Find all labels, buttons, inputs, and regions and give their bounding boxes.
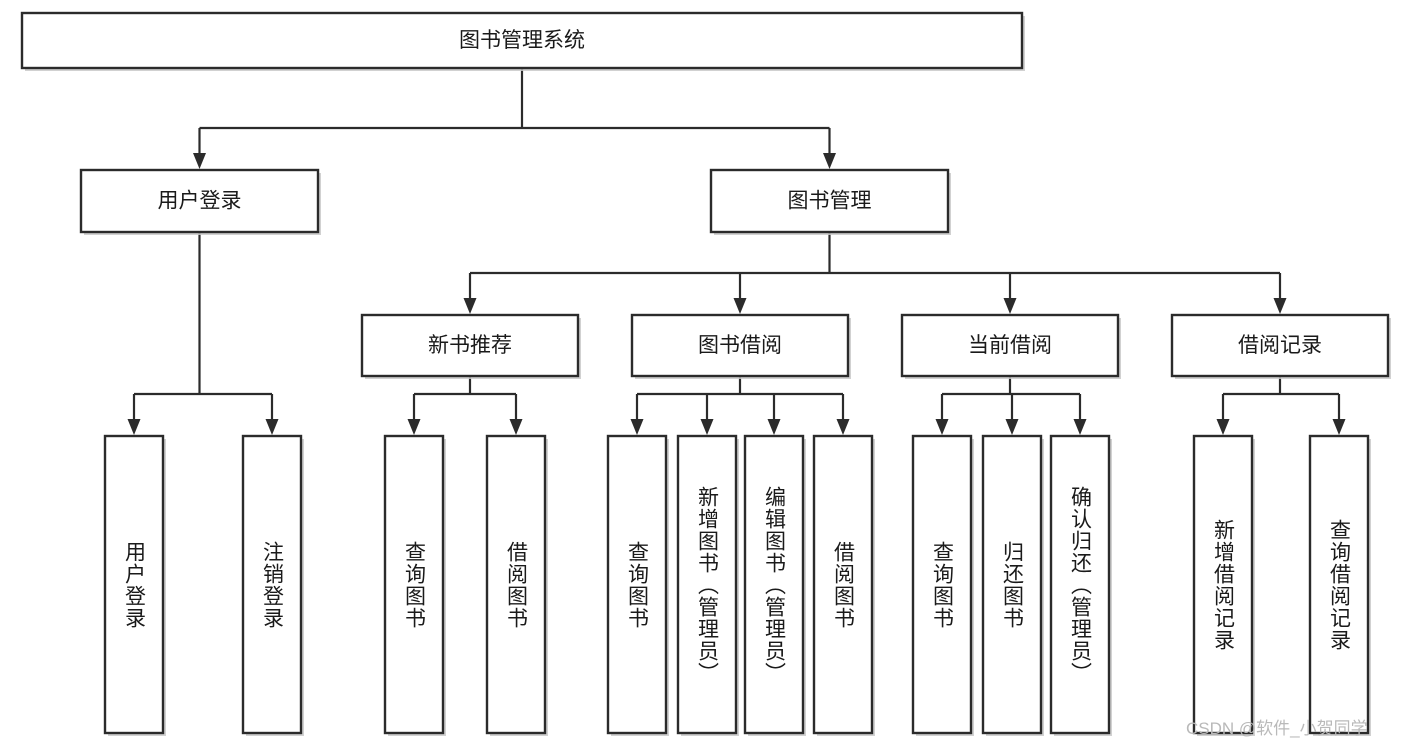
arrow-head-book-borrow	[733, 298, 747, 314]
arrow-head-borrow-record	[1273, 298, 1287, 314]
node-box-leaf-logout[interactable]	[241, 434, 303, 735]
node-label-book-manage: 图书管理	[788, 190, 872, 213]
arrow-head-leaf-user-login	[127, 419, 141, 435]
arrow-head-leaf-add-book	[700, 419, 714, 435]
node-box-leaf-borrow-book-2[interactable]	[812, 434, 874, 735]
arrow-head-leaf-return-book	[1005, 419, 1019, 435]
node-label-current-borrow: 当前借阅	[968, 334, 1052, 357]
node-label-borrow-record: 借阅记录	[1238, 334, 1322, 357]
node-box-leaf-query-book-2[interactable]	[606, 434, 668, 735]
nodes-layer	[20, 11, 1391, 736]
node-label-new-book-recommend: 新书推荐	[428, 334, 512, 357]
node-box-book-borrow[interactable]	[630, 313, 850, 378]
node-label-root: 图书管理系统	[459, 29, 585, 52]
arrow-head-leaf-query-book-3	[935, 419, 949, 435]
node-box-leaf-query-book-3[interactable]	[911, 434, 973, 735]
node-box-current-borrow[interactable]	[900, 313, 1120, 378]
node-box-leaf-add-record[interactable]	[1192, 434, 1254, 735]
node-box-leaf-edit-book[interactable]	[743, 434, 805, 735]
arrow-head-leaf-logout	[265, 419, 279, 435]
arrow-head-leaf-edit-book	[767, 419, 781, 435]
node-box-leaf-borrow-book-1[interactable]	[485, 434, 547, 735]
node-box-book-manage[interactable]	[709, 168, 950, 234]
arrow-head-leaf-add-record	[1216, 419, 1230, 435]
arrow-head-user-login	[193, 153, 206, 169]
arrow-head-leaf-borrow-book-2	[836, 419, 850, 435]
arrow-head-book-manage	[823, 153, 836, 169]
node-box-leaf-query-book-1[interactable]	[383, 434, 445, 735]
node-box-leaf-return-book[interactable]	[981, 434, 1043, 735]
node-box-leaf-confirm-return[interactable]	[1049, 434, 1111, 735]
arrow-head-leaf-query-book-2	[630, 419, 644, 435]
arrow-head-new-book-recommend	[463, 298, 477, 314]
csdn-watermark: CSDN @软件_小贺同学	[1186, 719, 1368, 738]
arrow-head-current-borrow	[1003, 298, 1017, 314]
node-box-user-login[interactable]	[79, 168, 320, 234]
node-box-root[interactable]	[20, 11, 1024, 70]
node-box-leaf-add-book[interactable]	[676, 434, 738, 735]
node-box-leaf-user-login[interactable]	[103, 434, 165, 735]
edges-layer	[127, 68, 1346, 435]
node-box-leaf-query-record[interactable]	[1308, 434, 1370, 735]
node-box-new-book-recommend[interactable]	[360, 313, 580, 378]
node-label-user-login: 用户登录	[158, 190, 242, 213]
arrow-head-leaf-borrow-book-1	[509, 419, 523, 435]
node-box-borrow-record[interactable]	[1170, 313, 1390, 378]
arrow-head-leaf-query-record	[1332, 419, 1346, 435]
node-label-book-borrow: 图书借阅	[698, 334, 782, 357]
arrow-head-leaf-query-book-1	[407, 419, 421, 435]
arrow-head-leaf-confirm-return	[1073, 419, 1087, 435]
